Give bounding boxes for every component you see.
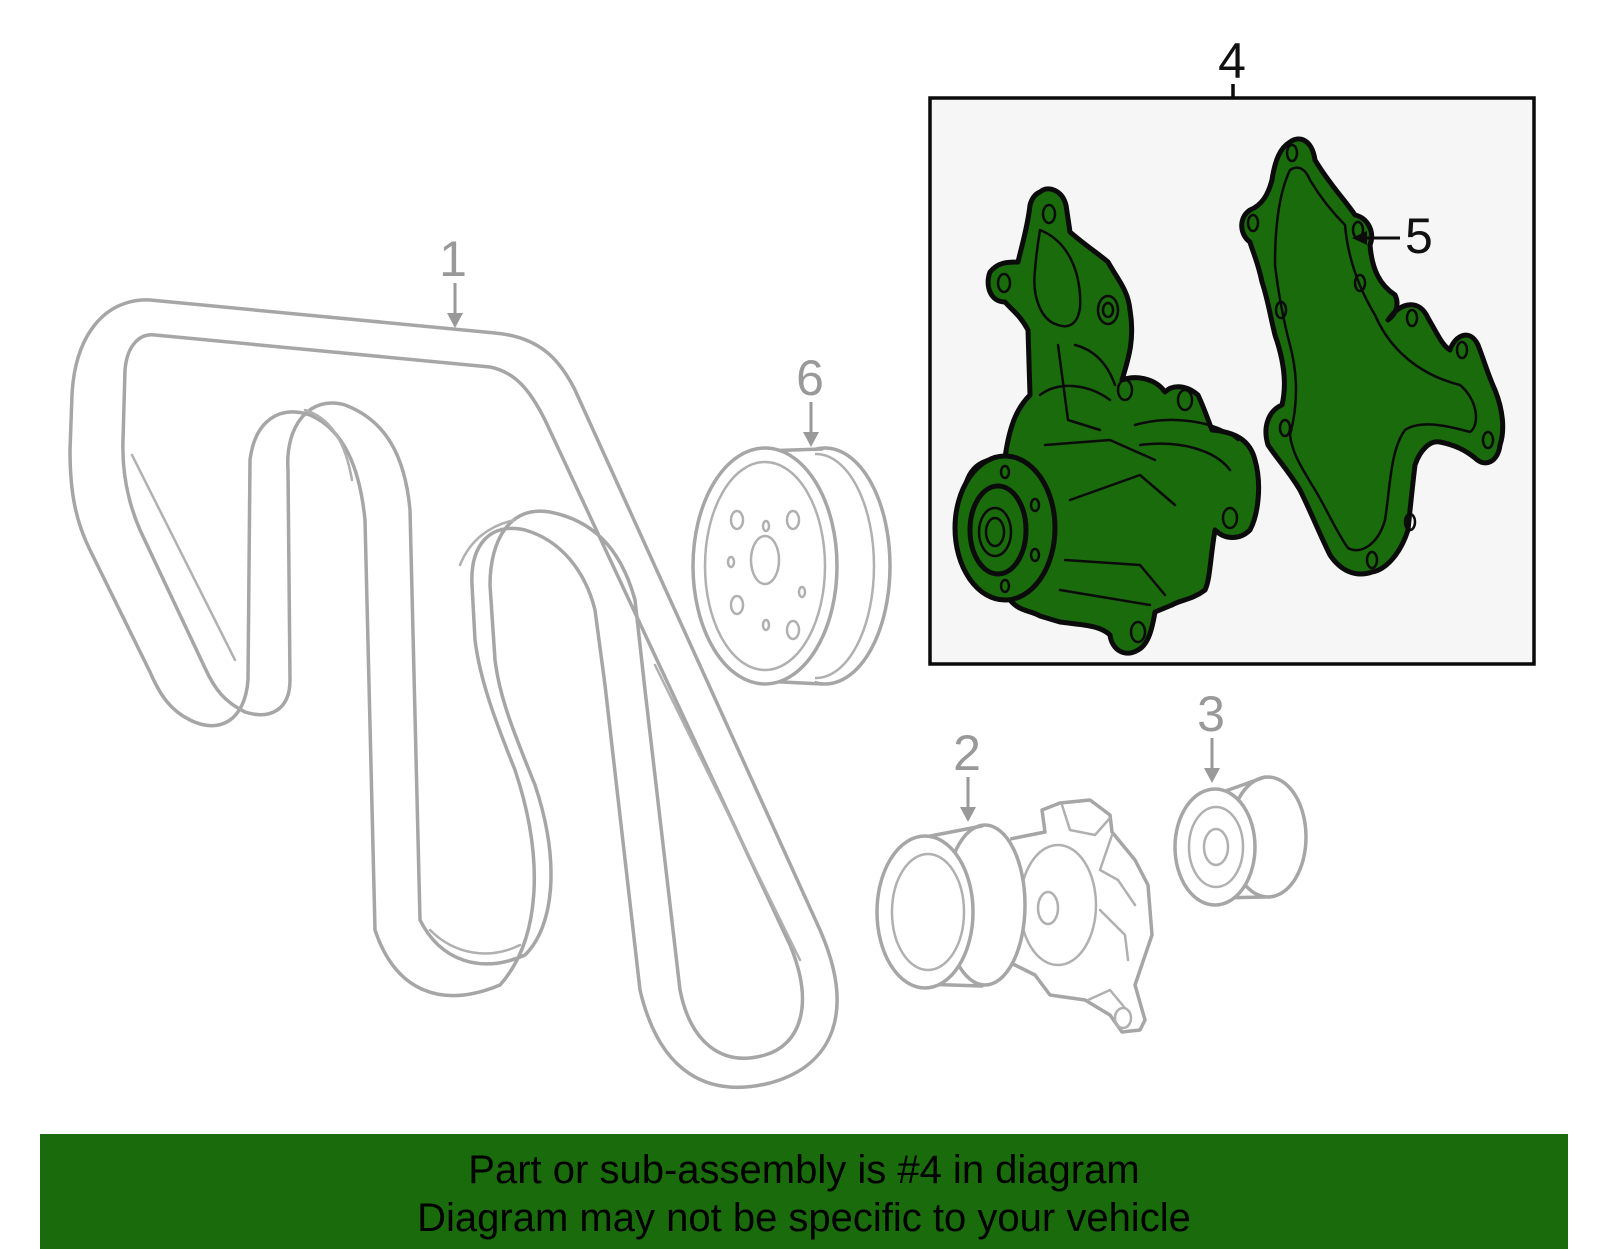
callout-2-label: 2 bbox=[953, 725, 981, 781]
belt-tensioner[interactable] bbox=[875, 798, 1154, 1034]
callout-4-label: 4 bbox=[1218, 33, 1246, 89]
water-pump-pulley[interactable] bbox=[691, 446, 892, 686]
callout-5-arrowhead bbox=[1352, 231, 1367, 245]
serpentine-belt[interactable] bbox=[68, 298, 839, 1089]
footer-banner: Part or sub-assembly is #4 in diagram Di… bbox=[40, 1134, 1568, 1249]
footer-line-1: Part or sub-assembly is #4 in diagram bbox=[468, 1148, 1140, 1192]
callout-1-label: 1 bbox=[439, 231, 467, 287]
callout-6-label: 6 bbox=[796, 350, 824, 406]
water-pump-gasket[interactable] bbox=[1239, 136, 1506, 577]
water-pump-body[interactable] bbox=[952, 186, 1262, 656]
callout-5-label: 5 bbox=[1405, 208, 1433, 264]
callout-1-arrowhead bbox=[447, 313, 463, 328]
footer-line-2: Diagram may not be specific to your vehi… bbox=[417, 1196, 1191, 1240]
callout-6-arrowhead bbox=[803, 432, 819, 447]
callout-2-arrowhead bbox=[960, 807, 976, 822]
callout-3-label: 3 bbox=[1197, 686, 1225, 742]
idler-pulley[interactable] bbox=[1173, 775, 1308, 907]
callout-3-arrowhead bbox=[1204, 768, 1220, 783]
